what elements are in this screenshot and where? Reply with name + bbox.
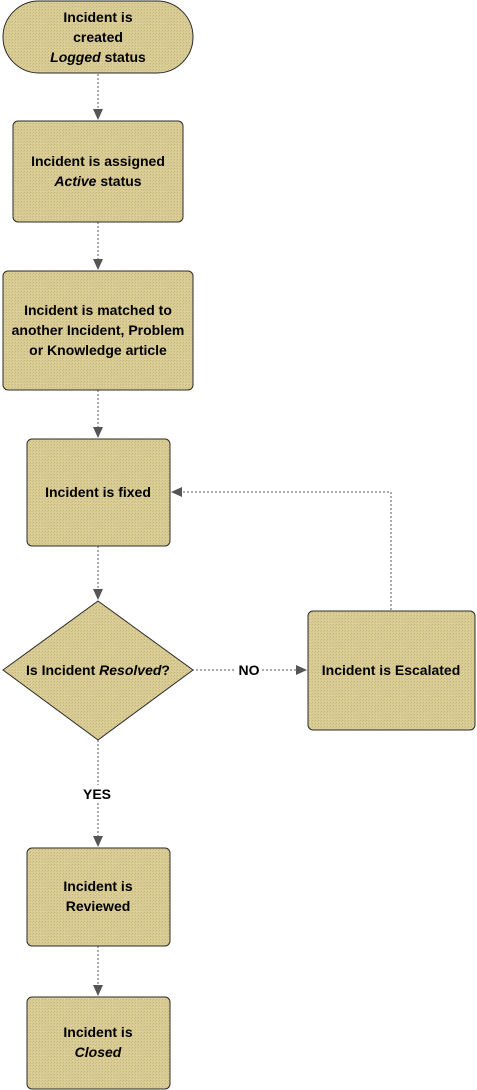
node-text-line: Incident is matched to xyxy=(24,302,172,318)
node-text-line: Is Incident Resolved? xyxy=(26,662,170,678)
node-incident-closed: Incident is Closed xyxy=(26,996,171,1090)
arrowhead-closed xyxy=(93,985,103,996)
node-text-run: status xyxy=(96,173,141,189)
node-text-run: Incident is xyxy=(63,9,132,25)
node-text-italic-run: Resolved xyxy=(99,662,162,678)
node-decision-resolved: Is Incident Resolved? xyxy=(2,600,194,741)
process-shape xyxy=(26,438,171,547)
node-text-run: Incident is xyxy=(63,1024,132,1040)
node-text-line: Incident is Escalated xyxy=(322,662,461,678)
node-text-line: Logged status xyxy=(50,49,146,65)
arrowhead-escalated xyxy=(296,665,307,675)
node-text-reviewed: Incident is Reviewed xyxy=(63,878,132,914)
arrowhead-reviewed xyxy=(93,836,103,847)
node-text-fixed: Incident is fixed xyxy=(45,484,151,500)
node-text-line: Closed xyxy=(75,1044,122,1060)
node-text-italic-run: Closed xyxy=(75,1044,122,1060)
node-text-line: another Incident, Problem xyxy=(12,322,185,338)
node-text-italic-run: Logged xyxy=(50,49,101,65)
node-text-run: created xyxy=(73,29,123,45)
node-text-run: another Incident, Problem xyxy=(12,322,185,338)
decision-diamond xyxy=(2,600,194,741)
arrowhead-matched xyxy=(93,259,103,270)
node-text-line: Incident is xyxy=(63,878,132,894)
arrowhead-fixed xyxy=(93,427,103,438)
node-text-run: Reviewed xyxy=(66,898,131,914)
node-text-run: or Knowledge article xyxy=(29,342,167,358)
process-shape xyxy=(26,847,171,947)
node-text-run: Incident is fixed xyxy=(45,484,151,500)
node-text-run: Incident is matched to xyxy=(24,302,172,318)
arrowhead-decision xyxy=(93,589,103,600)
node-text-line: Incident is assigned xyxy=(31,153,165,169)
node-text-decision: Is Incident Resolved? xyxy=(26,662,170,678)
process-shape xyxy=(2,270,194,391)
node-text-run: status xyxy=(101,49,146,65)
node-text-run: Incident is assigned xyxy=(31,153,165,169)
connector-escalated-to-fixed xyxy=(180,491,392,610)
node-incident-matched: Incident is matched to another Incident, … xyxy=(2,270,194,391)
process-shape xyxy=(12,120,184,223)
arrowhead-back-to-fixed xyxy=(171,487,182,497)
node-incident-fixed: Incident is fixed xyxy=(26,438,171,547)
node-text-line: Incident is xyxy=(63,9,132,25)
node-incident-escalated: Incident is Escalated xyxy=(307,610,476,731)
node-text-run: ? xyxy=(161,662,170,678)
terminator-shape xyxy=(2,0,194,74)
node-text-line: or Knowledge article xyxy=(29,342,167,358)
node-text-closed: Incident is Closed xyxy=(63,1024,132,1060)
process-shape xyxy=(26,996,171,1090)
arrowhead-assigned xyxy=(93,109,103,120)
node-text-line: Incident is fixed xyxy=(45,484,151,500)
node-text-run: Is Incident xyxy=(26,662,99,678)
edge-label-no: NO xyxy=(239,662,260,678)
node-text-line: Reviewed xyxy=(66,898,131,914)
node-text-escalated: Incident is Escalated xyxy=(322,662,461,678)
process-shape xyxy=(307,610,476,731)
node-text-run: Incident is Escalated xyxy=(322,662,461,678)
node-text-italic-run: Active xyxy=(53,173,96,189)
node-text-run: Incident is xyxy=(63,878,132,894)
node-text-matched: Incident is matched to another Incident, … xyxy=(12,302,185,358)
node-text-line: Incident is xyxy=(63,1024,132,1040)
edge-label-yes: YES xyxy=(83,786,111,802)
connectors xyxy=(93,74,392,996)
node-text-line: Active status xyxy=(53,173,141,189)
node-incident-reviewed: Incident is Reviewed xyxy=(26,847,171,947)
node-text-line: created xyxy=(73,29,123,45)
